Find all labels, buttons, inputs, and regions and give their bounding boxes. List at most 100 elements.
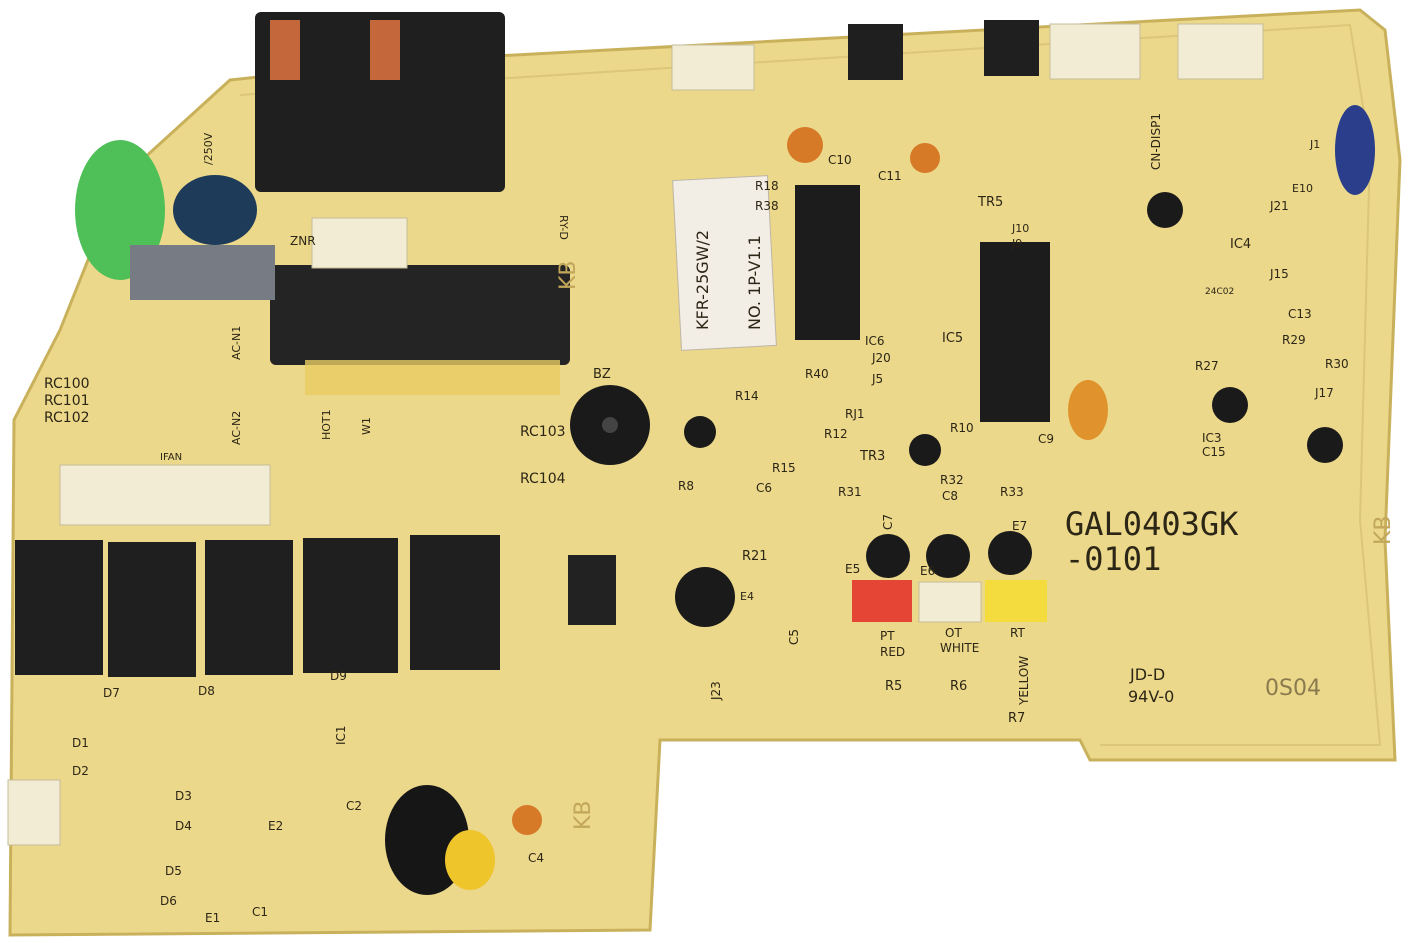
label-24c02: 24C02	[1205, 287, 1234, 297]
relay-main	[255, 12, 505, 192]
label-e2: E2	[268, 819, 283, 833]
board-model: GAL0403GK	[1065, 505, 1239, 543]
label-e6: E6	[920, 564, 935, 578]
cap-e7	[988, 531, 1032, 575]
label-c1: C1	[252, 905, 268, 919]
cap-e4	[675, 567, 735, 627]
label-c10: C10	[828, 153, 852, 167]
label-rj1: RJ1	[845, 407, 865, 421]
cap-c11	[910, 143, 940, 173]
label-rc101: RC101	[44, 393, 90, 409]
label-r8: R8	[678, 479, 694, 493]
cert-line-2: 94V-0	[1128, 687, 1174, 706]
label-white: WHITE	[940, 641, 979, 655]
label-r15: R15	[772, 461, 796, 475]
label-ac-n1: AC-N1	[230, 326, 243, 360]
label-r7: R7	[1008, 711, 1025, 726]
switch-1	[848, 24, 903, 80]
ic5-chip	[980, 242, 1050, 422]
relay-2	[108, 542, 196, 677]
label-j20: J20	[871, 351, 891, 365]
label-rc102: RC102	[44, 410, 90, 426]
label-e10: E10	[1292, 182, 1313, 195]
label-j1: J1	[1309, 138, 1320, 151]
label-j15: J15	[1269, 267, 1289, 281]
label-j17: J17	[1314, 386, 1334, 400]
date-code: 0S04	[1265, 676, 1321, 701]
label-c4: C4	[528, 851, 544, 865]
label-r6: R6	[950, 679, 967, 694]
bottom-left-connector	[7, 779, 61, 846]
label-d6: D6	[160, 894, 177, 908]
cert-line-1: JD-D	[1129, 665, 1165, 684]
label-r27: R27	[1195, 359, 1219, 373]
label-ic3: IC3	[1202, 431, 1222, 445]
label-r21: R21	[742, 549, 768, 564]
sticker-line-2: NO. 1P-V1.1	[745, 235, 764, 330]
label-d7: D7	[103, 686, 120, 700]
label-r10: R10	[950, 421, 974, 435]
connector-ot	[918, 581, 982, 623]
label-c15: C15	[1202, 445, 1226, 459]
label-e4: E4	[740, 590, 754, 603]
label-d2: D2	[72, 764, 89, 778]
label-r38: R38	[755, 199, 779, 213]
label-r32: R32	[940, 473, 964, 487]
connector-rt	[985, 580, 1047, 622]
label-ry-d: RY-D	[557, 215, 570, 240]
voltage-regulator	[568, 555, 616, 625]
label-pt: PT	[880, 629, 895, 643]
connector-pt	[852, 580, 912, 622]
model-sticker	[672, 175, 777, 351]
label-red: RED	[880, 645, 905, 659]
label-c7: C7	[881, 514, 895, 530]
label-d9: D9	[330, 669, 347, 683]
label-znr: ZNR	[290, 234, 316, 248]
relay-3	[205, 540, 293, 675]
label-bz: BZ	[593, 367, 611, 382]
label-c13: C13	[1288, 307, 1312, 321]
label-ic6: IC6	[865, 334, 885, 348]
label-j23: J23	[709, 681, 723, 701]
relay-1	[15, 540, 103, 675]
label-rc104: RC104	[520, 471, 566, 487]
label-tr3: TR3	[859, 449, 885, 464]
label-r18: R18	[755, 179, 779, 193]
label-c5: C5	[787, 629, 801, 645]
label-d3: D3	[175, 789, 192, 803]
board-model-suffix: -0101	[1065, 540, 1161, 578]
label-r31: R31	[838, 485, 862, 499]
label-hot1: HOT1	[320, 409, 333, 440]
vendor-mark-1: KB	[556, 260, 581, 290]
vendor-mark-2: KB	[1371, 515, 1396, 545]
label-ifan: IFAN	[160, 452, 182, 463]
label-c6: C6	[756, 481, 772, 495]
label-r33: R33	[1000, 485, 1024, 499]
label-tr5: TR5	[977, 195, 1003, 210]
label-d4: D4	[175, 819, 192, 833]
label-250v: /250V	[202, 132, 215, 165]
label-j10: J10	[1011, 222, 1029, 235]
switch-2	[984, 20, 1039, 76]
label-r14: R14	[735, 389, 759, 403]
label-d5: D5	[165, 864, 182, 878]
label-d8: D8	[198, 684, 215, 698]
label-d1: D1	[72, 736, 89, 750]
label-ic4: IC4	[1230, 237, 1251, 252]
label-ot: OT	[945, 626, 962, 640]
label-j9: J9	[1011, 237, 1022, 250]
ic6-chip	[795, 185, 860, 340]
ifan-connector	[59, 464, 271, 526]
label-rt: RT	[1010, 626, 1025, 640]
relay-4	[303, 538, 398, 673]
label-c8: C8	[942, 489, 958, 503]
label-r12: R12	[824, 427, 848, 441]
label-r40: R40	[805, 367, 829, 381]
label-e7: E7	[1012, 519, 1027, 533]
label-r30: R30	[1325, 357, 1349, 371]
label-e1: E1	[205, 911, 220, 925]
label-ac-n2: AC-N2	[230, 411, 243, 445]
label-cn-disp: CN-DISP1	[1149, 113, 1163, 170]
label-j5: J5	[871, 372, 883, 386]
